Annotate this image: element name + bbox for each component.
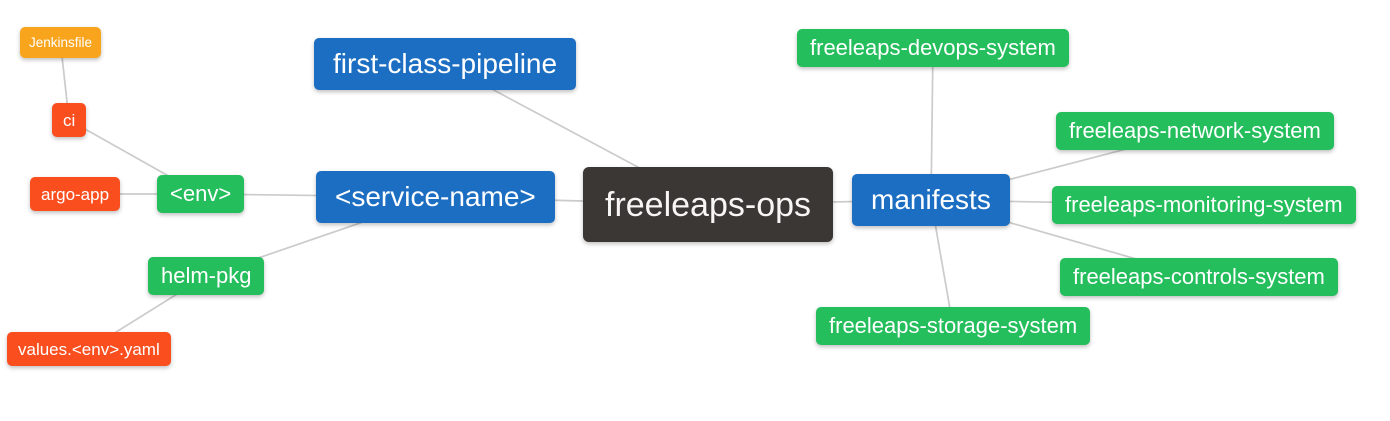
node-manifests[interactable]: manifests bbox=[852, 174, 1010, 226]
node-service-name[interactable]: <service-name> bbox=[316, 171, 555, 223]
node-argo-app[interactable]: argo-app bbox=[30, 177, 121, 211]
node-freeleaps-ops-root[interactable]: freeleaps-ops bbox=[583, 167, 834, 242]
node-freeleaps-network-system[interactable]: freeleaps-network-system bbox=[1056, 112, 1334, 150]
node-freeleaps-storage-system[interactable]: freeleaps-storage-system bbox=[816, 307, 1091, 345]
node-freeleaps-controls-system[interactable]: freeleaps-controls-system bbox=[1060, 258, 1338, 296]
node-ci[interactable]: ci bbox=[52, 103, 87, 137]
node-values-env-yaml[interactable]: values.<env>.yaml bbox=[7, 332, 171, 366]
node-jenkinsfile[interactable]: Jenkinsfile bbox=[20, 27, 102, 58]
node-freeleaps-devops-system[interactable]: freeleaps-devops-system bbox=[797, 29, 1069, 67]
node-freeleaps-monitoring-system[interactable]: freeleaps-monitoring-system bbox=[1052, 186, 1356, 224]
node-first-class-pipeline[interactable]: first-class-pipeline bbox=[314, 38, 577, 90]
node-env[interactable]: <env> bbox=[157, 175, 245, 213]
node-helm-pkg[interactable]: helm-pkg bbox=[148, 257, 265, 295]
